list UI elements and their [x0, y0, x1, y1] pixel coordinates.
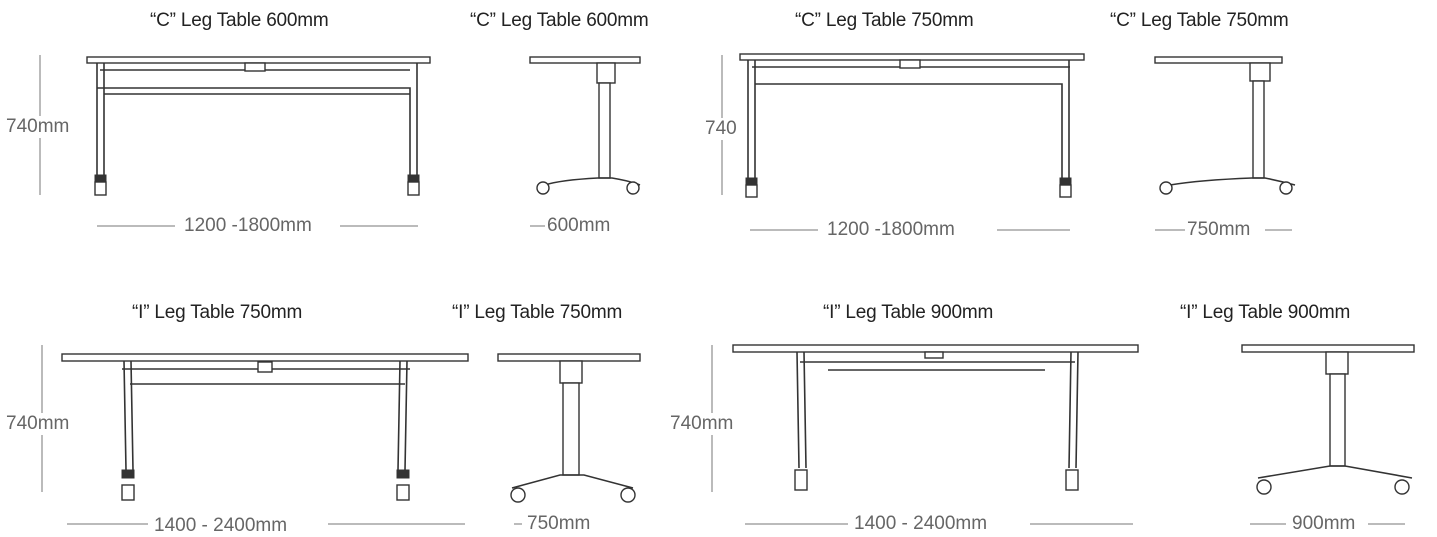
- c750-width-label: 1200 -1800mm: [825, 219, 957, 241]
- c600-height-label: 740mm: [4, 116, 72, 138]
- i900-height-label: 740mm: [668, 413, 736, 435]
- i900-front-title: “I” Leg Table 900mm: [823, 302, 994, 323]
- i750-side-drawing: [497, 353, 641, 525]
- c750-height-label: 740: [703, 118, 739, 140]
- c750-front-title: “C” Leg Table 750mm: [795, 10, 974, 31]
- c600-width-label: 1200 -1800mm: [182, 215, 314, 237]
- i750-height-label: 740mm: [4, 413, 72, 435]
- c600-side-title: “C” Leg Table 600mm: [470, 10, 649, 31]
- i750-width-label: 1400 - 2400mm: [152, 515, 290, 537]
- c600-depth-label: 600mm: [545, 215, 613, 237]
- i750-front-title: “I” Leg Table 750mm: [132, 302, 303, 323]
- i750-side-title: “I” Leg Table 750mm: [452, 302, 623, 323]
- i900-side-drawing: [1241, 344, 1415, 525]
- i900-side-title: “I” Leg Table 900mm: [1180, 302, 1351, 323]
- i750-depth-label: 750mm: [525, 513, 593, 535]
- c600-front-drawing: [39, 55, 431, 227]
- i750-front-drawing: [41, 345, 469, 525]
- c750-side-title: “C” Leg Table 750mm: [1110, 10, 1289, 31]
- c600-front-title: “C” Leg Table 600mm: [150, 10, 329, 31]
- c750-side-drawing: [1154, 56, 1296, 231]
- i900-front-drawing: [711, 344, 1139, 525]
- c750-front-drawing: [721, 53, 1085, 231]
- c750-depth-label: 750mm: [1185, 219, 1253, 241]
- c600-side-drawing: [529, 56, 641, 227]
- i900-width-label: 1400 - 2400mm: [852, 513, 990, 535]
- i900-depth-label: 900mm: [1290, 513, 1358, 535]
